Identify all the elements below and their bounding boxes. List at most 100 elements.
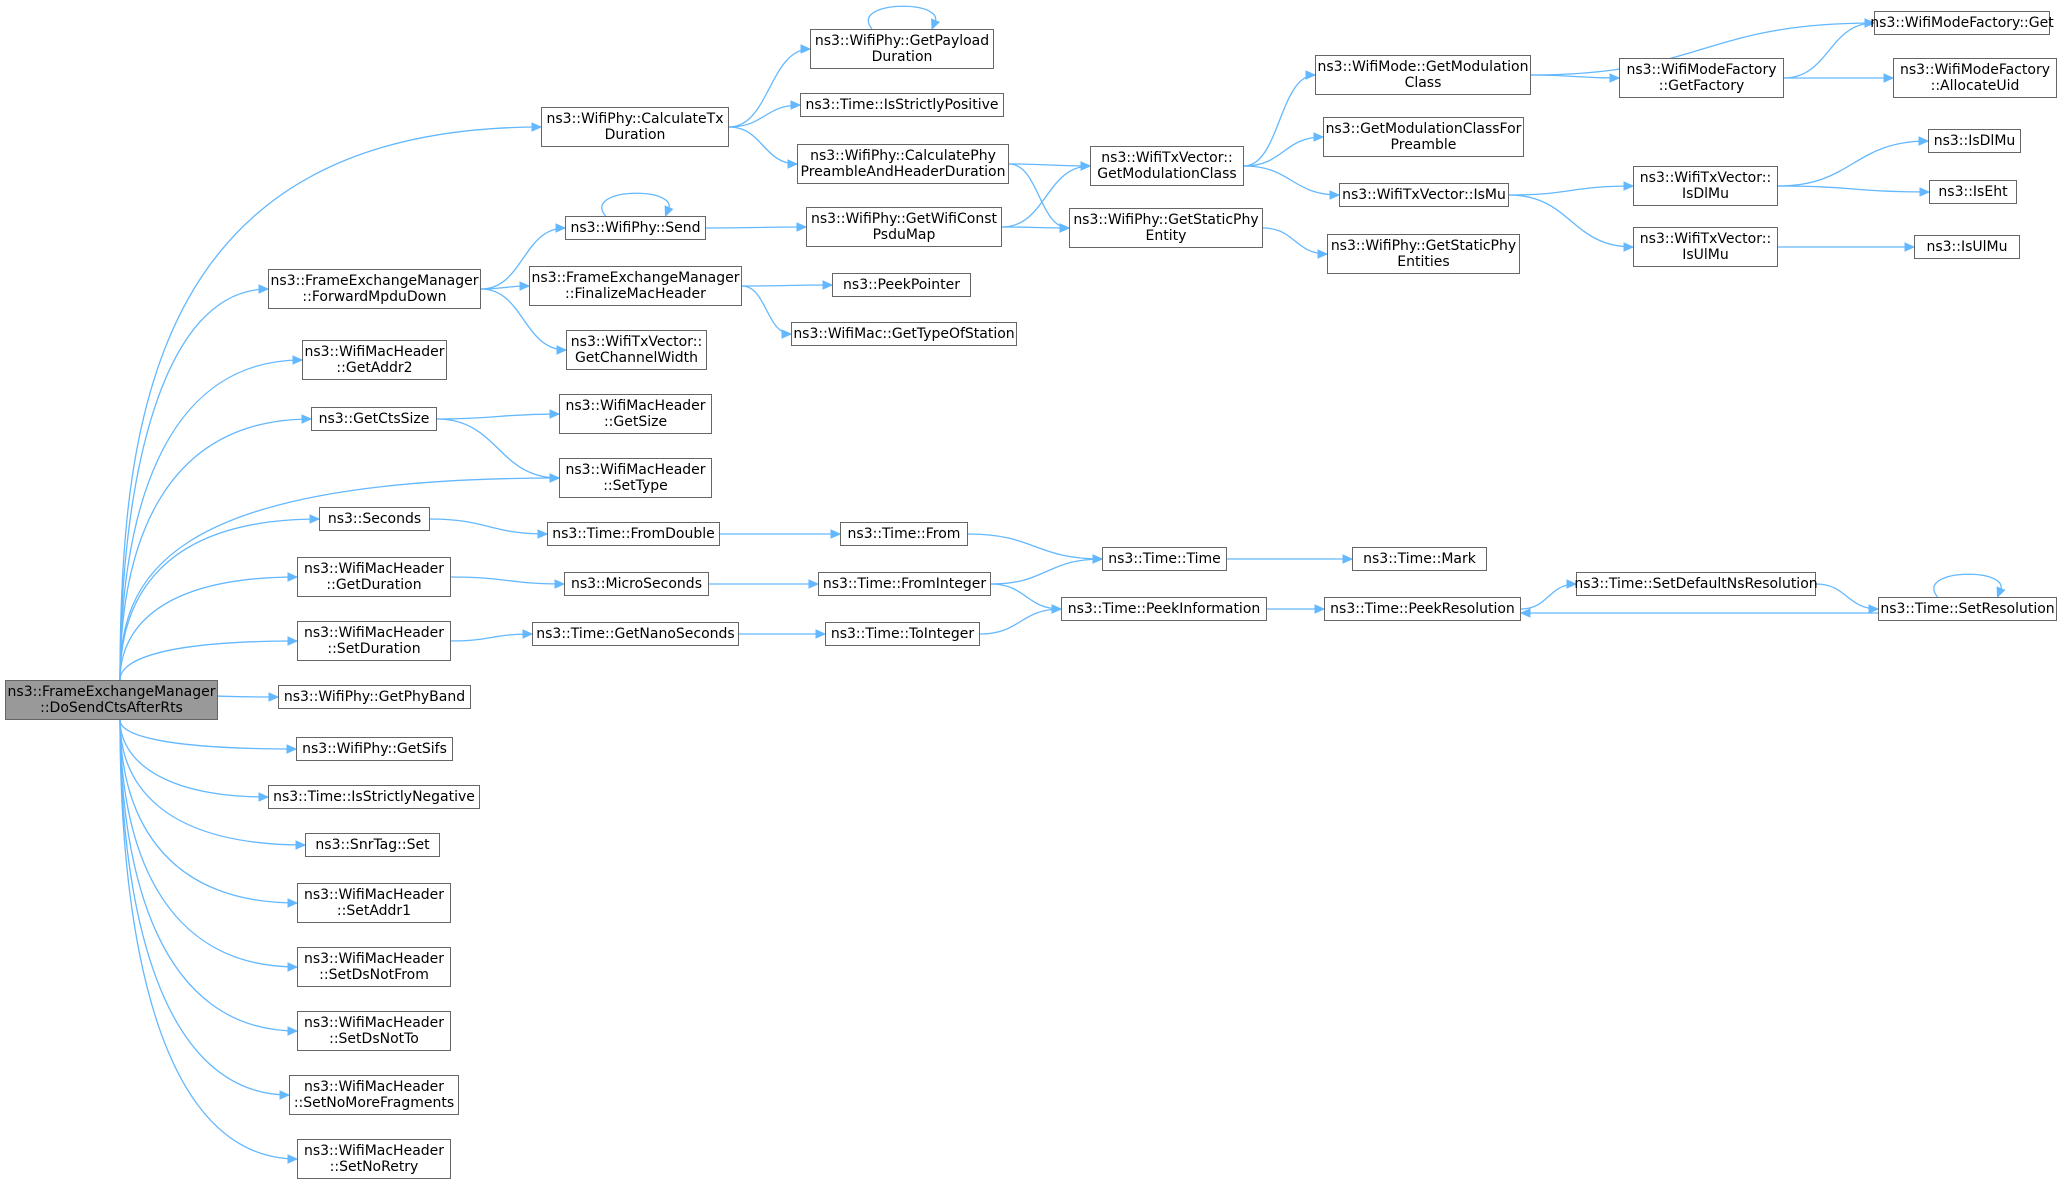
node-getSifs[interactable]: ns3::WifiPhy::GetSifs	[296, 737, 453, 761]
node-peekInformation[interactable]: ns3::Time::PeekInformation	[1061, 597, 1267, 621]
node-modeFactoryAllocateUid[interactable]: ns3::WifiModeFactory ::AllocateUid	[1893, 58, 2057, 98]
node-seconds[interactable]: ns3::Seconds	[319, 507, 430, 531]
edge-fromInteger-to-peekInformation	[990, 583, 1062, 610]
edge-arrowhead-13	[287, 962, 299, 972]
node-timeTime[interactable]: ns3::Time::Time	[1102, 547, 1227, 571]
node-txvIsMu[interactable]: ns3::WifiTxVector::IsMu	[1339, 183, 1509, 207]
node-setType[interactable]: ns3::WifiMacHeader ::SetType	[559, 458, 712, 498]
node-calcPhyPreamble[interactable]: ns3::WifiPhy::CalculatePhy PreambleAndHe…	[797, 144, 1009, 184]
edge-calcTxDur-to-getPayloadDur	[728, 48, 811, 128]
node-fromInteger[interactable]: ns3::Time::FromInteger	[818, 572, 991, 596]
node-txvGetModClass[interactable]: ns3::WifiTxVector:: GetModulationClass	[1090, 146, 1244, 186]
edge-arrowhead-15	[279, 1090, 291, 1100]
node-finalizeMacHeader[interactable]: ns3::FrameExchangeManager ::FinalizeMacH…	[529, 266, 742, 306]
edge-root-to-setDsNotTo	[119, 719, 298, 1032]
node-setResolution[interactable]: ns3::Time::SetResolution	[1878, 597, 2057, 621]
edge-arrowhead-23	[1305, 70, 1317, 80]
edge-arrowhead-33	[1919, 187, 1931, 197]
node-phySend[interactable]: ns3::WifiPhy::Send	[565, 216, 706, 240]
node-getWifiConstPsduMap[interactable]: ns3::WifiPhy::GetWifiConst PsduMap	[806, 207, 1002, 247]
node-microSeconds[interactable]: ns3::MicroSeconds	[564, 572, 709, 596]
edge-phySend-to-phySend	[601, 192, 670, 217]
node-isDlMu[interactable]: ns3::IsDlMu	[1928, 129, 2021, 153]
edge-txvIsDlMu-to-isEht	[1777, 185, 1930, 193]
edge-arrowhead-16	[287, 1154, 299, 1164]
edge-arrowhead-26	[1609, 73, 1621, 83]
edge-arrowhead-41	[1080, 161, 1092, 171]
node-root[interactable]: ns3::FrameExchangeManager ::DoSendCtsAft…	[5, 680, 218, 720]
node-getNanoSeconds[interactable]: ns3::Time::GetNanoSeconds	[532, 622, 739, 646]
edge-arrowhead-60	[522, 629, 534, 639]
edge-arrowhead-43	[822, 280, 834, 290]
node-isEht[interactable]: ns3::IsEht	[1929, 180, 2017, 204]
node-calcTxDur[interactable]: ns3::WifiPhy::CalculateTx Duration	[541, 107, 729, 147]
node-peekPointer[interactable]: ns3::PeekPointer	[832, 273, 971, 297]
edge-getCtsSize-to-getSize	[436, 413, 560, 420]
edge-arrowhead-8	[268, 692, 280, 702]
node-setDsNotTo[interactable]: ns3::WifiMacHeader ::SetDsNotTo	[297, 1011, 451, 1051]
edge-arrowhead-19	[787, 159, 799, 169]
node-getModClassForPreamble[interactable]: ns3::GetModulationClassFor Preamble	[1323, 117, 1524, 157]
edge-calcTxDur-to-isStrictlyPositive	[728, 104, 801, 128]
edge-arrowhead-18	[790, 100, 802, 110]
node-getStaticPhyEntities[interactable]: ns3::WifiPhy::GetStaticPhy Entities	[1327, 234, 1520, 274]
edge-root-to-setNoMoreFragments	[119, 719, 290, 1096]
node-getSize[interactable]: ns3::WifiMacHeader ::GetSize	[559, 394, 712, 434]
edge-root-to-isStrictlyNegative	[119, 719, 269, 798]
edge-calcPhyPreamble-to-txvGetModClass	[1008, 163, 1091, 167]
node-timeMark[interactable]: ns3::Time::Mark	[1352, 547, 1487, 571]
node-setDsNotFrom[interactable]: ns3::WifiMacHeader ::SetDsNotFrom	[297, 947, 451, 987]
node-modeFactoryGet[interactable]: ns3::WifiModeFactory::Get	[1870, 11, 2054, 35]
edge-arrowhead-20	[931, 18, 940, 31]
node-getAddr2[interactable]: ns3::WifiMacHeader ::GetAddr2	[302, 340, 447, 380]
node-peekResolution[interactable]: ns3::Time::PeekResolution	[1324, 597, 1521, 621]
edge-seconds-to-fromDouble	[429, 518, 548, 535]
node-setNoRetry[interactable]: ns3::WifiMacHeader ::SetNoRetry	[297, 1139, 451, 1179]
edge-arrowhead-28	[1864, 18, 1876, 28]
node-isStrictlyNegative[interactable]: ns3::Time::IsStrictlyNegative	[268, 785, 480, 809]
edge-txvIsMu-to-txvIsDlMu	[1508, 185, 1634, 196]
node-timeFrom[interactable]: ns3::Time::From	[840, 522, 968, 546]
edge-arrowhead-32	[1918, 136, 1930, 146]
node-snrTagSet[interactable]: ns3::SnrTag::Set	[305, 833, 440, 857]
node-getStaticPhyEntity[interactable]: ns3::WifiPhy::GetStaticPhy Entity	[1069, 208, 1263, 248]
node-setDefaultNsResolution[interactable]: ns3::Time::SetDefaultNsResolution	[1574, 572, 1818, 596]
node-setNoMoreFragments[interactable]: ns3::WifiMacHeader ::SetNoMoreFragments	[289, 1075, 459, 1115]
node-toInteger[interactable]: ns3::Time::ToInteger	[825, 622, 980, 646]
node-getPayloadDur[interactable]: ns3::WifiPhy::GetPayload Duration	[810, 29, 994, 69]
node-forwardMpduDown[interactable]: ns3::FrameExchangeManager ::ForwardMpduD…	[268, 269, 481, 309]
edge-txvGetModClass-to-txvIsMu	[1243, 165, 1340, 196]
node-modeGetModClass[interactable]: ns3::WifiMode::GetModulation Class	[1315, 55, 1531, 95]
node-setAddr1[interactable]: ns3::WifiMacHeader ::SetAddr1	[297, 883, 451, 923]
edge-txvGetModClass-to-modeGetModClass	[1243, 74, 1316, 167]
edge-root-to-getCtsSize	[119, 418, 312, 681]
node-modeFactoryGetFactory[interactable]: ns3::WifiModeFactory ::GetFactory	[1619, 58, 1784, 98]
edge-arrowhead-46	[549, 473, 561, 483]
node-fromDouble[interactable]: ns3::Time::FromDouble	[547, 522, 720, 546]
edge-root-to-setNoRetry	[119, 719, 298, 1160]
edge-arrowhead-48	[830, 529, 842, 539]
node-getCtsSize[interactable]: ns3::GetCtsSize	[311, 407, 437, 431]
edge-timeFrom-to-timeTime	[967, 533, 1103, 560]
edge-forwardMpduDown-to-getChannelWidth	[480, 288, 567, 351]
edge-fromInteger-to-timeTime	[990, 558, 1103, 585]
edge-root-to-forwardMpduDown	[119, 288, 269, 681]
node-getChannelWidth[interactable]: ns3::WifiTxVector:: GetChannelWidth	[566, 330, 707, 370]
node-isStrictlyPositive[interactable]: ns3::Time::IsStrictlyPositive	[800, 93, 1004, 117]
node-getTypeOfStation[interactable]: ns3::WifiMac::GetTypeOfStation	[791, 322, 1017, 346]
node-txvIsDlMu[interactable]: ns3::WifiTxVector:: IsDlMu	[1633, 166, 1778, 206]
node-txvIsUlMu[interactable]: ns3::WifiTxVector:: IsUlMu	[1633, 227, 1778, 267]
node-isUlMu[interactable]: ns3::IsUlMu	[1914, 235, 2020, 259]
edge-calcTxDur-to-calcPhyPreamble	[728, 126, 798, 165]
node-getDuration[interactable]: ns3::WifiMacHeader ::GetDuration	[297, 557, 451, 597]
edge-arrowhead-56	[1566, 579, 1578, 589]
edge-getWifiConstPsduMap-to-txvGetModClass	[1001, 165, 1091, 228]
node-setDuration[interactable]: ns3::WifiMacHeader ::SetDuration	[297, 621, 451, 661]
edge-getWifiConstPsduMap-to-getStaticPhyEntity	[1001, 226, 1070, 229]
edge-arrowhead-40	[796, 222, 808, 232]
edge-arrowhead-25	[1329, 190, 1341, 200]
edge-arrowhead-12	[287, 898, 299, 908]
node-getPhyBand[interactable]: ns3::WifiPhy::GetPhyBand	[278, 685, 471, 709]
edge-arrowhead-10	[258, 792, 270, 802]
